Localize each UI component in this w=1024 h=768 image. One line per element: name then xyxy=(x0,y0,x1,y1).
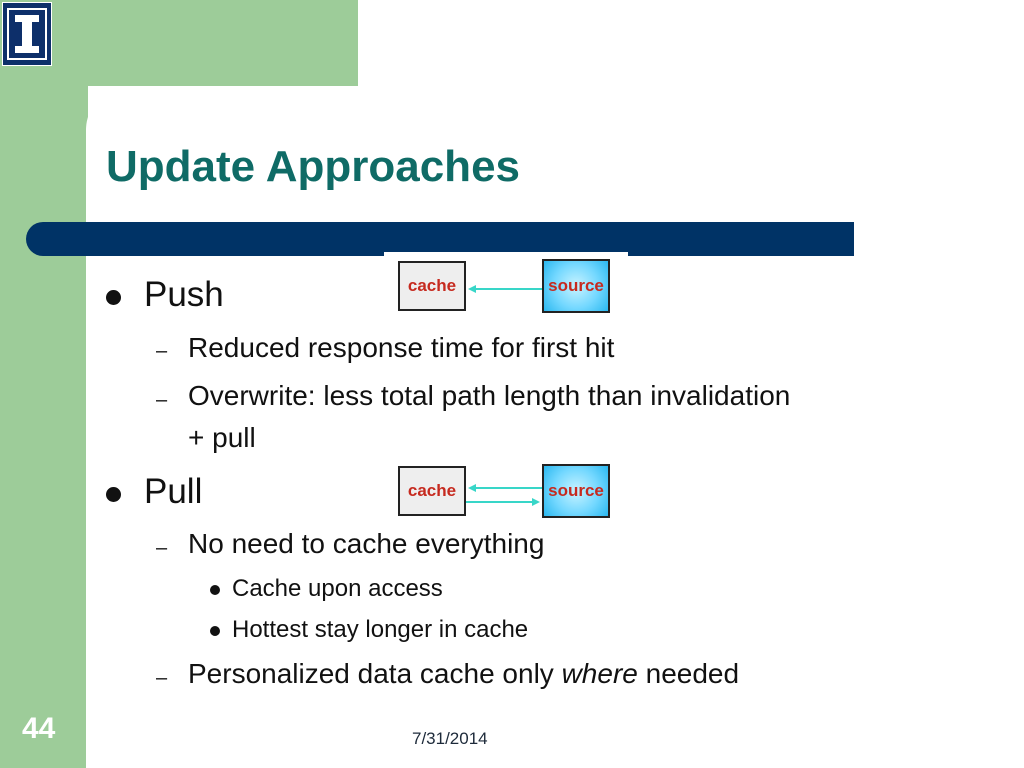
sub-bullet-dot-icon xyxy=(210,626,220,636)
bullet-pull: Pull xyxy=(144,472,203,511)
dash-icon: – xyxy=(156,340,168,362)
push-point-2-continued: + pull xyxy=(188,422,256,453)
slide-number: 44 xyxy=(22,712,56,745)
bullet-dot-icon xyxy=(106,487,121,502)
top-green-block xyxy=(0,0,358,86)
bullet-push: Push xyxy=(144,275,224,314)
slide-title: Update Approaches xyxy=(106,142,521,191)
push-arrow-icon xyxy=(468,285,542,293)
push-diagram: cache source xyxy=(396,259,612,319)
block-i-icon xyxy=(7,8,47,60)
pull-arrows-icon xyxy=(466,484,542,506)
dash-icon: – xyxy=(156,667,168,689)
cache-box: cache xyxy=(398,261,466,311)
dash-icon: – xyxy=(156,537,168,559)
pull-diagram: cache source xyxy=(396,464,612,524)
left-green-band xyxy=(0,0,88,768)
pull-subpoint-1: Cache upon access xyxy=(232,575,443,602)
sub-bullet-dot-icon xyxy=(210,585,220,595)
push-point-1: Reduced response time for first hit xyxy=(188,332,615,363)
cache-box: cache xyxy=(398,466,466,516)
pull-point-2-emphasis: where xyxy=(561,658,638,689)
pull-subpoint-2: Hottest stay longer in cache xyxy=(232,616,529,643)
source-box: source xyxy=(542,259,610,313)
university-logo xyxy=(2,2,52,66)
slide-date: 7/31/2014 xyxy=(412,729,488,748)
source-box: source xyxy=(542,464,610,518)
dash-icon: – xyxy=(156,389,168,411)
bullet-dot-icon xyxy=(106,290,121,305)
content-panel xyxy=(86,86,1024,768)
title-underline-bar xyxy=(26,222,854,256)
push-point-2: Overwrite: less total path length than i… xyxy=(188,380,791,411)
pull-point-2-text: Personalized data cache only xyxy=(188,658,562,689)
diagram-backdrop xyxy=(384,252,628,262)
pull-point-1: No need to cache everything xyxy=(188,528,545,559)
pull-point-2-tail: needed xyxy=(637,658,740,689)
pull-point-2: Personalized data cache only where neede… xyxy=(188,658,739,690)
